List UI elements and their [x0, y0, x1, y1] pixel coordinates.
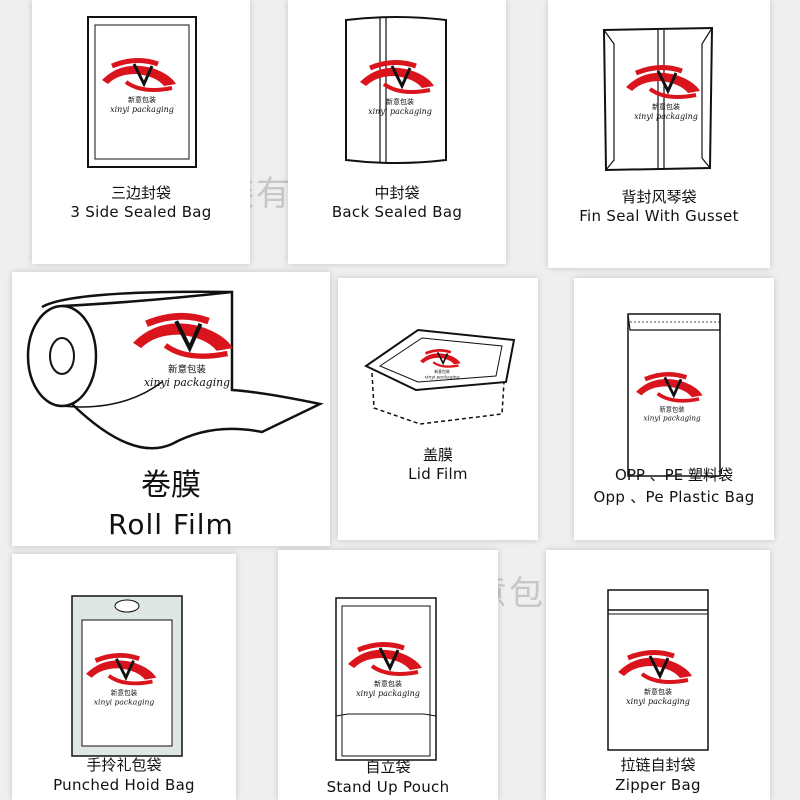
product-card-zipper[interactable]: 拉链自封袋 Zipper Bag [546, 550, 770, 800]
product-card-opp-pe[interactable]: OPP 、PE 塑料袋 Opp 、Pe Plastic Bag [574, 278, 774, 540]
three-side-bag-illustration [87, 16, 197, 168]
product-name-en: Roll Film [108, 508, 234, 541]
product-card-punched[interactable]: 手拎礼包袋 Punched Hoid Bag [12, 554, 236, 800]
product-name-cn: 盖膜 [422, 446, 453, 464]
product-name-en: Fin Seal With Gusset [579, 207, 739, 225]
product-card-back-seal[interactable]: 中封袋 Back Sealed Bag [288, 0, 506, 264]
product-name-en: 3 Side Sealed Bag [70, 203, 212, 221]
zipper-bag-illustration [607, 589, 709, 751]
back-seal-bag-illustration [345, 16, 447, 164]
product-name-en: Stand Up Pouch [326, 778, 450, 796]
product-name-cn: 手拎礼包袋 [86, 756, 162, 774]
product-name-cn: 自立袋 [365, 758, 411, 776]
product-name-en: Back Sealed Bag [331, 203, 463, 221]
fin-seal-bag-illustration [602, 26, 714, 172]
product-name-cn: 三边封袋 [110, 184, 171, 202]
product-name-cn: OPP 、PE 塑料袋 [615, 466, 733, 484]
lid-film-illustration [364, 328, 516, 425]
product-card-roll-film[interactable]: 卷膜 Roll Film [12, 272, 330, 546]
product-name-cn: 中封袋 [374, 184, 420, 202]
punched-bag-illustration [71, 595, 183, 757]
product-name-en: Lid Film [408, 465, 468, 483]
product-card-fin-seal[interactable]: 背封风琴袋 Fin Seal With Gusset [548, 0, 770, 268]
product-name-cn: 背封风琴袋 [621, 188, 697, 206]
stand-up-pouch-illustration [335, 597, 437, 761]
roll-film-illustration [26, 290, 324, 450]
product-card-stand-up[interactable]: 自立袋 Stand Up Pouch [278, 550, 498, 800]
opp-pe-bag-illustration [627, 313, 721, 477]
product-name-cn: 卷膜 [141, 468, 201, 503]
product-card-lid-film[interactable]: 盖膜 Lid Film [338, 278, 538, 540]
product-name-en: Opp 、Pe Plastic Bag [593, 488, 755, 506]
product-card-three-side[interactable]: 三边封袋 3 Side Sealed Bag [32, 0, 250, 264]
product-name-en: Zipper Bag [615, 776, 701, 794]
product-name-cn: 拉链自封袋 [620, 756, 696, 774]
product-name-en: Punched Hoid Bag [53, 776, 195, 794]
